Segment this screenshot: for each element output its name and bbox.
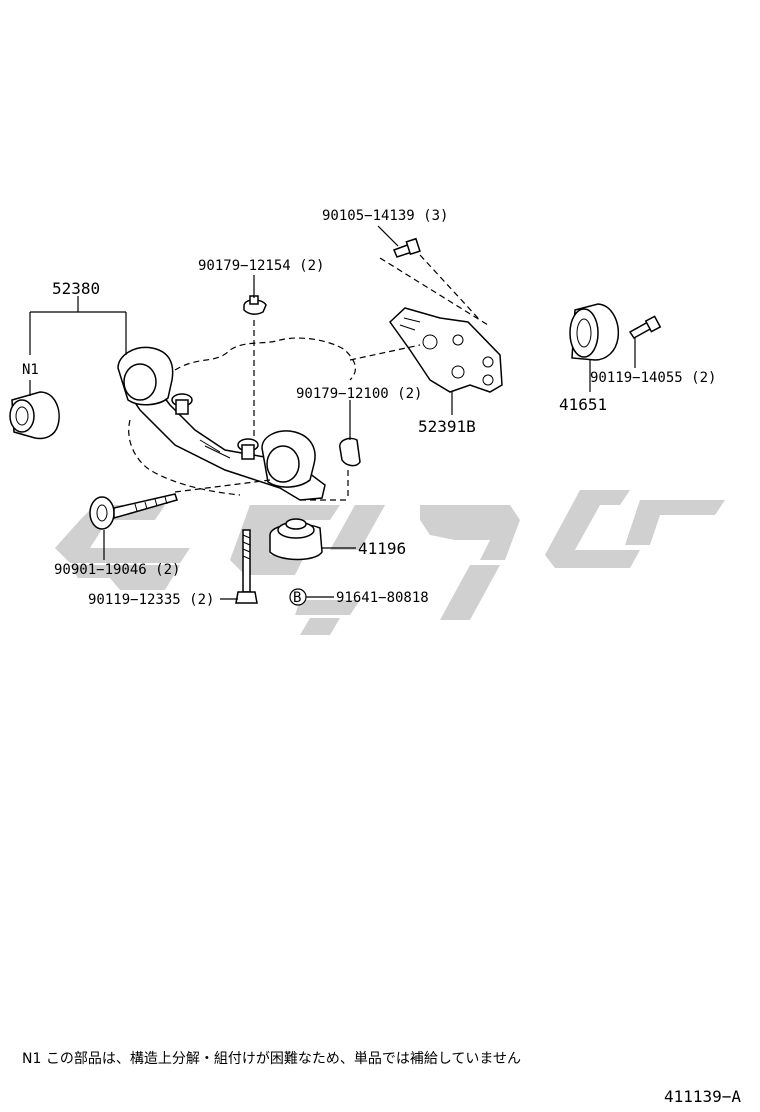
watermark [55,490,725,635]
label-52380: 52380 [52,279,100,298]
figure-number: 411139−A [664,1087,742,1106]
marker-b: B [289,588,307,606]
bushing-n1 [9,391,60,440]
bolt-90119-14055 [628,315,662,339]
bolt-90901-19046 [89,493,178,530]
assembly-lines [174,254,489,501]
label-90119-12335: 90119−12335 (2) [88,592,214,608]
nut-90179-12100 [339,437,361,467]
label-52391b: 52391B [418,417,476,436]
label-90119-14055: 90119−14055 (2) [590,370,716,386]
bolt-90119-12335 [235,529,258,604]
mount-bracket-52391b [389,307,503,393]
leader-lines [29,225,636,600]
label-90105-14139: 90105−14139 (3) [322,208,448,224]
label-90179-12100: 90179−12100 (2) [296,386,422,402]
label-41196: 41196 [358,539,406,558]
marker-b-label: B [293,590,301,606]
label-41651: 41651 [559,395,607,414]
footnote: N1 この部品は、構造上分解・組付けが困難なため、単品では補給していません [22,1051,521,1067]
label-90179-12154: 90179−12154 (2) [198,258,324,274]
insulator-41196 [269,518,323,561]
crossmember-bracket [117,337,357,501]
bolt-90105-14139 [393,237,421,258]
nut-90179-12154 [243,295,267,315]
label-90901-19046: 90901−19046 (2) [54,562,180,578]
label-91641-80818: 91641−80818 [336,590,429,606]
label-n1: N1 [22,362,39,378]
rubber-mount-41651 [569,303,620,361]
